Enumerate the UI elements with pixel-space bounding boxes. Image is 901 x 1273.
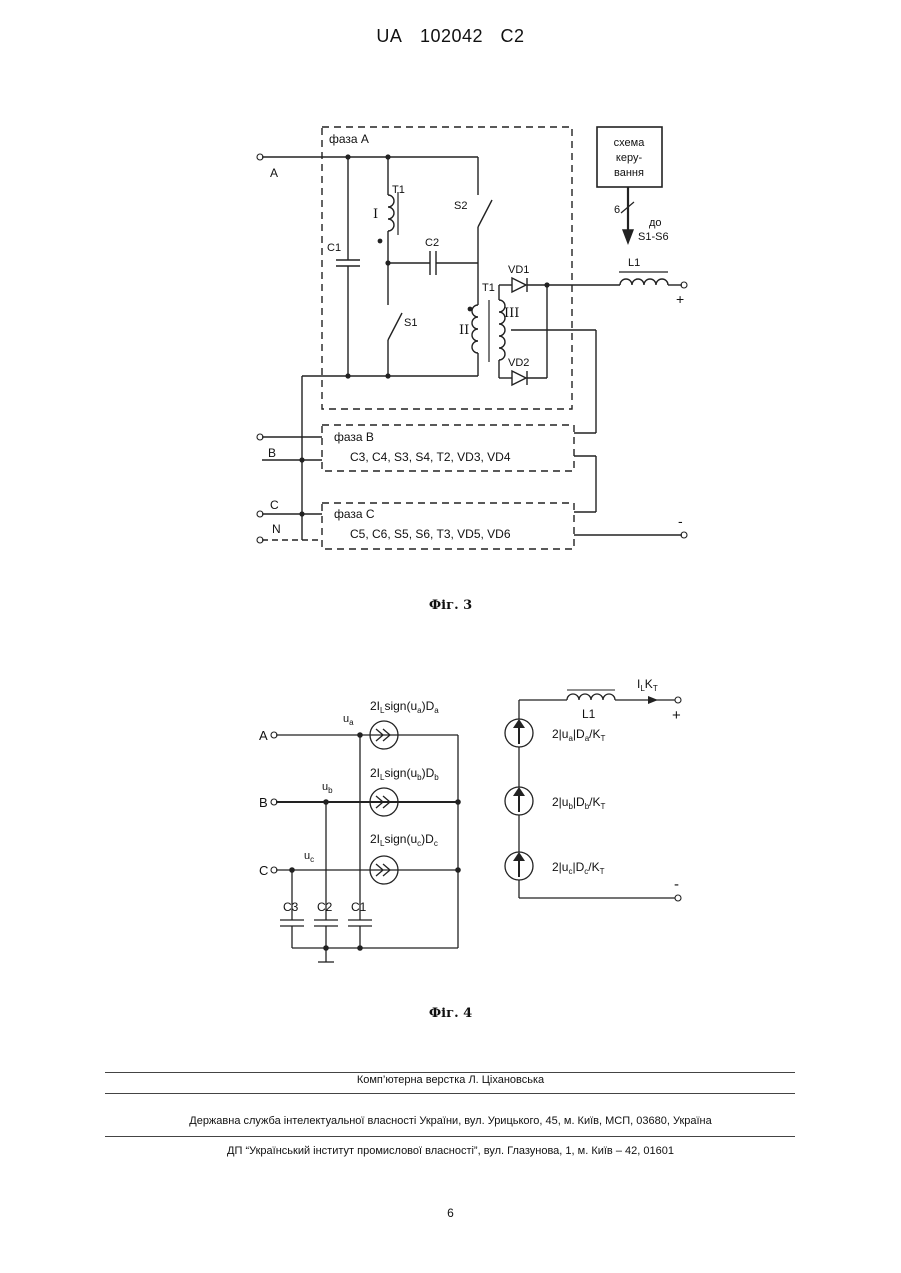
winding-1-label: I (373, 207, 378, 222)
control-label-line-1: схема (614, 137, 646, 149)
s2-label: S2 (454, 200, 467, 212)
winding-3-label: III (504, 306, 519, 321)
control-label-line-3: вання (614, 167, 644, 179)
voltage-uc-label: uc (304, 850, 314, 864)
terminal-plus-label: + (676, 291, 684, 307)
dc-source-c-label: 2|uc|Dc/KT (552, 860, 605, 876)
s1-label: S1 (404, 317, 417, 329)
l1-label: L1 (628, 257, 640, 269)
footer-divider-1 (105, 1072, 795, 1073)
dc-source-b-label: 2|ub|Db/KT (552, 795, 606, 811)
capacitor-c3-label: C3 (283, 900, 299, 914)
fig4-plus-label: + (672, 707, 681, 724)
voltage-ub-label: ub (322, 781, 333, 795)
capacitor-c1-label: C1 (351, 900, 367, 914)
fig4-l1-label: L1 (582, 707, 596, 721)
voltage-ua-label: ua (343, 713, 354, 727)
bus-count-label: 6 (614, 204, 620, 216)
header-kind: C2 (501, 26, 525, 46)
header-number: 102042 (420, 26, 483, 46)
terminal-b-label: B (268, 446, 276, 460)
footer-divider-3 (105, 1136, 795, 1137)
c1-label: C1 (327, 242, 341, 254)
fig4-terminal-b: B (259, 795, 268, 810)
vd1-label: VD1 (508, 264, 529, 276)
c2-label: C2 (425, 237, 439, 249)
output-current-label: ILKT (637, 677, 658, 693)
t1-bottom-label: T1 (482, 282, 495, 294)
figure-3-caption: Фіг. 3 (0, 598, 901, 613)
source-c-label: 2ILsign(uc)Dc (370, 832, 438, 848)
terminal-n-label: N (272, 522, 281, 536)
typesetting-credit: Комп’ютерна верстка Л. Ціхановська (0, 1074, 901, 1086)
source-a-label: 2ILsign(ua)Da (370, 699, 439, 715)
phase-c-parts: C5, C6, S5, S6, T3, VD5, VD6 (350, 527, 511, 541)
page-number: 6 (0, 1206, 901, 1220)
figure-4-caption: Фіг. 4 (0, 1006, 901, 1021)
figure-3-circuit: фаза А A T1 I S2 C1 C2 VD1 T1 S1 II III … (0, 115, 901, 555)
switches-range-label: S1-S6 (638, 231, 669, 243)
dc-source-a-label: 2|ua|Da/KT (552, 727, 606, 743)
capacitor-c2-label: C2 (317, 900, 333, 914)
phase-b-parts: C3, C4, S3, S4, T2, VD3, VD4 (350, 450, 511, 464)
phase-a-box (322, 127, 572, 409)
to-label: до (649, 217, 662, 229)
terminal-minus-label: - (678, 513, 683, 529)
phase-c-label: фаза С (334, 507, 375, 521)
terminal-c-label: C (270, 498, 279, 512)
source-b-label: 2ILsign(ub)Db (370, 766, 439, 782)
winding-2-label: II (459, 323, 469, 338)
phase-a-label: фаза А (329, 132, 369, 146)
control-label-line-2: керу- (616, 152, 643, 164)
agency-address: Державна служба інтелектуальної власност… (0, 1115, 901, 1127)
terminal-a-label: A (270, 166, 278, 180)
header-country: UA (376, 26, 402, 46)
fig4-minus-label: - (674, 876, 679, 893)
fig4-terminal-c: C (259, 863, 268, 878)
vd2-label: VD2 (508, 357, 529, 369)
fig4-terminal-a: A (259, 728, 268, 743)
document-header: UA 102042 C2 (0, 26, 901, 47)
figure-4-circuit: A B C ua ub uc 2ILsign(ua)Da 2ILsign(ub)… (0, 665, 901, 965)
t1-top-label: T1 (392, 184, 405, 196)
institute-address: ДП “Український інститут промислової вла… (0, 1145, 901, 1157)
phase-b-label: фаза В (334, 430, 374, 444)
footer-divider-2 (105, 1093, 795, 1094)
